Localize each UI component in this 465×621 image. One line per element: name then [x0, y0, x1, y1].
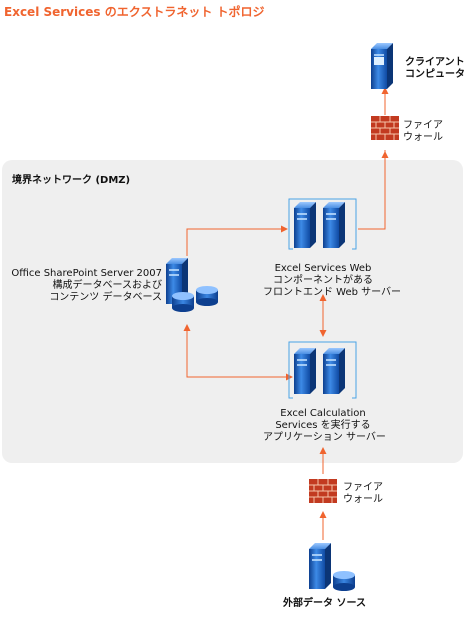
web-server-icon	[288, 198, 357, 250]
dmz-label: 境界ネットワーク (DMZ)	[12, 175, 131, 186]
arrow-app-to-sharepoint	[183, 324, 293, 381]
page-title: Excel Services のエクストラネット トポロジ	[4, 5, 265, 19]
dmz-zone	[2, 160, 463, 463]
external-data-label: 外部データ ソース	[283, 598, 366, 609]
arrow-sharepoint-to-web	[186, 225, 288, 256]
client-computer-label: クライアントコンピュータ	[405, 57, 465, 80]
firewall-top-icon	[370, 115, 400, 141]
firewall-bottom-icon	[308, 478, 338, 504]
sharepoint-server-icon	[166, 258, 218, 312]
connector-web-to-client	[358, 150, 386, 230]
app-server-icon	[288, 341, 357, 399]
client-computer-icon	[371, 43, 393, 89]
firewall-top-label: ファイアウォール	[403, 120, 443, 143]
firewall-bottom-label: ファイアウォール	[343, 482, 383, 505]
external-data-source-icon	[309, 543, 355, 591]
